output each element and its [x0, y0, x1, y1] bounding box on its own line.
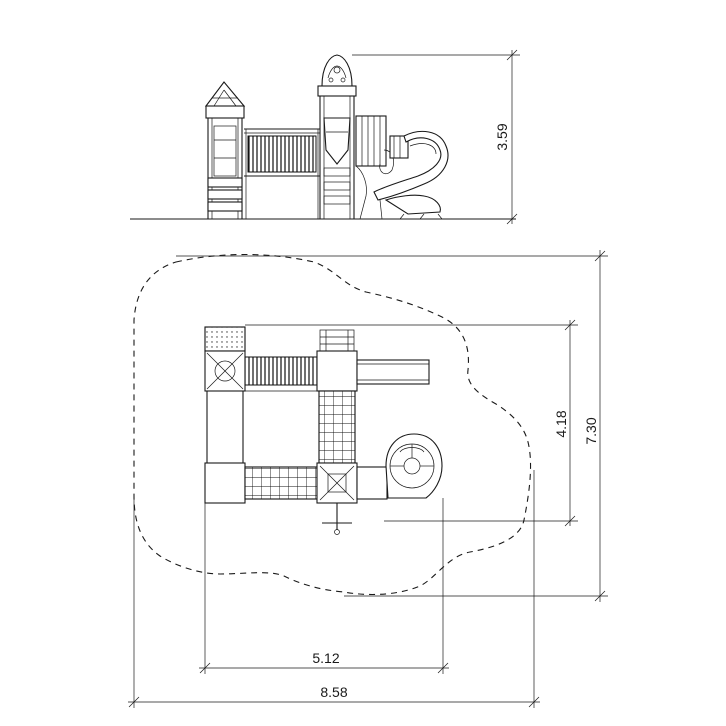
tunnel-plan — [244, 356, 318, 386]
left-tower — [204, 81, 246, 219]
deck-bottom-left — [204, 462, 246, 504]
panel-top-left — [204, 326, 246, 352]
spiral-slide — [373, 130, 449, 220]
plan-view: 4.18 7.30 5.12 8.58 — [128, 250, 608, 708]
plan-dimension-lines — [128, 250, 608, 708]
elevation-height-dimension — [352, 49, 520, 225]
deck-top-center — [316, 350, 358, 392]
deck-bottom-right — [356, 466, 388, 500]
center-tower — [317, 54, 357, 219]
net-bridge-plan — [318, 390, 356, 464]
plan-depth-outer-label: 7.30 — [583, 417, 599, 444]
elevation-view: 3.59 — [130, 49, 520, 225]
plan-depth-inner-label: 4.18 — [553, 410, 569, 437]
climbing-panel — [355, 115, 394, 220]
elevation-height-label: 3.59 — [494, 123, 510, 150]
horizontal-bridge-plan — [244, 466, 318, 500]
tunnel-bridge — [244, 128, 320, 219]
straight-slide-plan — [356, 359, 430, 385]
spiral-slide-plan — [385, 433, 443, 499]
plan-width-inner-label: 5.12 — [312, 650, 339, 666]
plan-width-outer-label: 8.58 — [320, 684, 347, 700]
